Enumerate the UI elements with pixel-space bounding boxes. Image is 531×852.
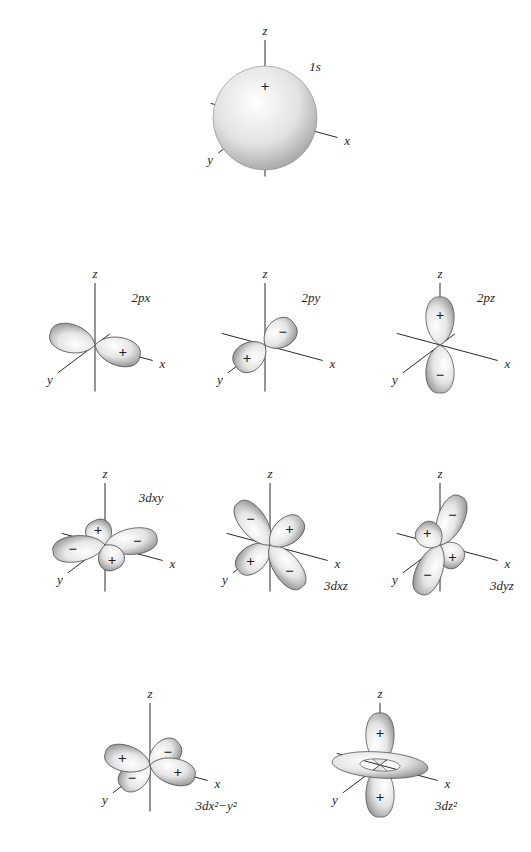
- orbital-lobe: [426, 345, 454, 393]
- axis-label: x: [214, 777, 220, 790]
- axis-label: y: [332, 792, 338, 805]
- phase-sign: −: [436, 367, 445, 382]
- phase-sign: +: [118, 750, 127, 765]
- phase-sign: +: [285, 522, 294, 537]
- orbital-lobe: [262, 509, 310, 555]
- axis-label: z: [262, 24, 267, 37]
- orbital-lobe: [411, 517, 449, 555]
- axis-label: x: [169, 557, 175, 570]
- orbital-name: 2px: [132, 291, 151, 304]
- axis-label: z: [437, 267, 442, 280]
- axis-label: x: [504, 557, 510, 570]
- orbital-shape: [228, 495, 312, 595]
- orbital-lobe: [102, 740, 154, 777]
- axis-label: y: [392, 372, 398, 385]
- axis-label: y: [392, 572, 398, 585]
- phase-sign: +: [448, 549, 457, 564]
- axis-label: y: [47, 372, 53, 385]
- axis-label: y: [222, 572, 228, 585]
- phase-sign: +: [94, 523, 103, 538]
- axis-label: z: [102, 467, 107, 480]
- phase-sign: +: [246, 553, 255, 568]
- axis-label: x: [159, 357, 165, 370]
- orbital-name: 2pz: [477, 291, 495, 304]
- orbital-shape: [51, 516, 158, 575]
- axis-label: z: [147, 687, 152, 700]
- axis-label: z: [377, 687, 382, 700]
- phase-sign: +: [118, 345, 127, 360]
- phase-sign: +: [376, 725, 385, 740]
- axis-label: z: [267, 467, 272, 480]
- orbital-name: 3dyz: [490, 579, 514, 592]
- orbital-shape: [408, 491, 473, 599]
- coordinate-axis: [95, 283, 96, 392]
- orbital-lobe: [93, 539, 128, 574]
- phase-sign: +: [108, 552, 117, 567]
- phase-sign: +: [173, 765, 182, 780]
- phase-sign: +: [436, 308, 445, 323]
- orbital-lobe: [91, 331, 143, 370]
- phase-sign: −: [133, 533, 142, 548]
- phase-sign: −: [69, 542, 78, 557]
- orbital-shape: [213, 66, 317, 170]
- phase-sign: −: [285, 564, 294, 579]
- axis-label: x: [329, 357, 335, 370]
- phase-sign: +: [423, 526, 432, 541]
- orbital-name: 1s: [309, 60, 321, 73]
- phase-sign: −: [448, 507, 457, 522]
- orbital-name: 2py: [302, 291, 321, 304]
- axis-label: x: [504, 357, 510, 370]
- s-orbital-sphere: [213, 66, 317, 170]
- orbital-lobe: [426, 297, 454, 345]
- orbital-lobe: [228, 334, 274, 378]
- phase-sign: −: [423, 568, 432, 583]
- axis-label: x: [444, 777, 450, 790]
- orbital-lobe: [408, 540, 452, 599]
- orbital-lobe: [47, 319, 99, 358]
- orbital-shape: [426, 297, 454, 393]
- orbital-name: 3dxy: [139, 491, 164, 504]
- axis-label: y: [102, 792, 108, 805]
- torus-ring: [332, 752, 428, 779]
- axis-lines: [52, 40, 498, 812]
- axis-label: y: [207, 153, 213, 166]
- phase-sign: −: [246, 511, 255, 526]
- orbital-lobe: [147, 752, 199, 789]
- orbital-name: 3dx²−y²: [195, 799, 236, 812]
- orbital-lobes: [47, 66, 473, 817]
- orbital-name: 3dz²: [435, 799, 457, 812]
- phase-sign: +: [376, 790, 385, 805]
- axis-label: x: [344, 134, 350, 147]
- phase-sign: −: [279, 324, 288, 339]
- axis-label: y: [217, 372, 223, 385]
- phase-sign: −: [164, 744, 173, 759]
- phase-sign: +: [243, 351, 252, 366]
- axis-label: z: [92, 267, 97, 280]
- orbital-name: 3dxz: [324, 579, 348, 592]
- axis-label: z: [262, 267, 267, 280]
- orbital-shape: [47, 319, 144, 370]
- axis-label: y: [57, 572, 63, 585]
- phase-sign: −: [128, 771, 137, 786]
- orbital-shape: [228, 312, 303, 378]
- axis-label: x: [334, 557, 340, 570]
- orbital-shape: [332, 713, 428, 817]
- phase-sign: +: [261, 79, 270, 94]
- axis-label: z: [437, 467, 442, 480]
- orbital-shape: [102, 733, 198, 797]
